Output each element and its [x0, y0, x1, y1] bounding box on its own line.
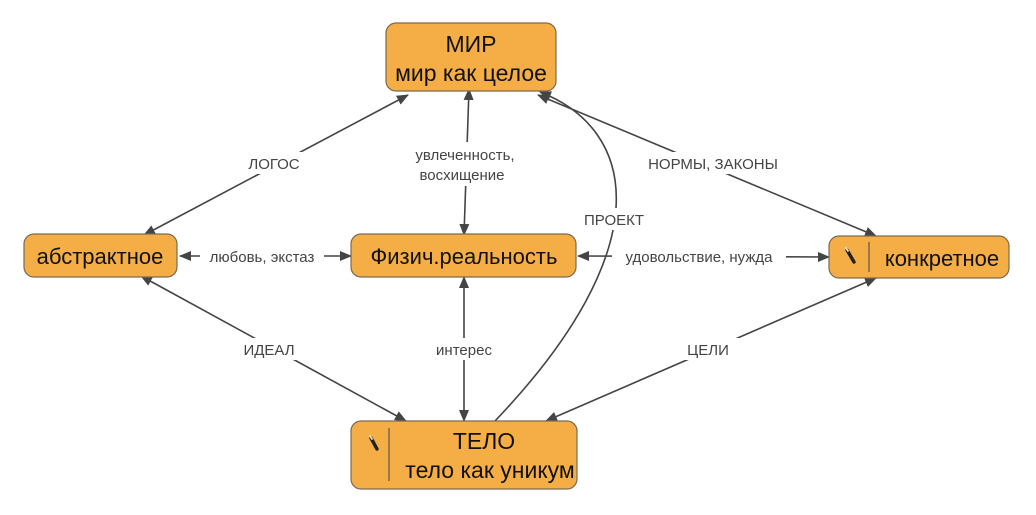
edge-label-love: любовь, экстаз — [210, 249, 315, 266]
edge-label-goals: ЦЕЛИ — [687, 342, 729, 359]
edge-label-admiration-1: увлеченность, — [415, 147, 514, 164]
edge-label-norms: НОРМЫ, ЗАКОНЫ — [648, 156, 778, 173]
node-physical-reality[interactable]: Физич.реальность — [350, 233, 577, 278]
edge-label-ideal: ИДЕАЛ — [243, 342, 294, 359]
edge-label-admiration-2: восхищение — [419, 167, 504, 184]
node-abstract-label: абстрактное — [37, 244, 164, 269]
node-telo[interactable]: ТЕЛО тело как уникум — [350, 420, 578, 490]
edge-labels: ЛОГОС увлеченность, восхищение НОРМЫ, ЗА… — [200, 142, 790, 360]
node-concrete[interactable]: конкретное — [828, 235, 1010, 279]
pencil-icon — [845, 247, 856, 264]
pencil-icon — [369, 435, 379, 451]
node-mir-title: МИР — [445, 31, 496, 57]
node-telo-title: ТЕЛО — [453, 428, 515, 454]
node-physical-label: Физич.реальность — [371, 244, 558, 269]
node-abstract[interactable]: абстрактное — [23, 233, 178, 278]
node-telo-subtitle: тело как уникум — [405, 457, 574, 483]
edge-label-interest: интерес — [436, 342, 492, 359]
node-mir[interactable]: МИР мир как целое — [385, 22, 557, 92]
node-mir-subtitle: мир как целое — [395, 60, 547, 86]
node-concrete-label: конкретное — [885, 246, 999, 271]
edge-label-satisfaction: удовольствие, нужда — [626, 249, 774, 266]
edge-label-logos: ЛОГОС — [248, 156, 299, 173]
edge-label-project: ПРОЕКТ — [584, 212, 644, 229]
